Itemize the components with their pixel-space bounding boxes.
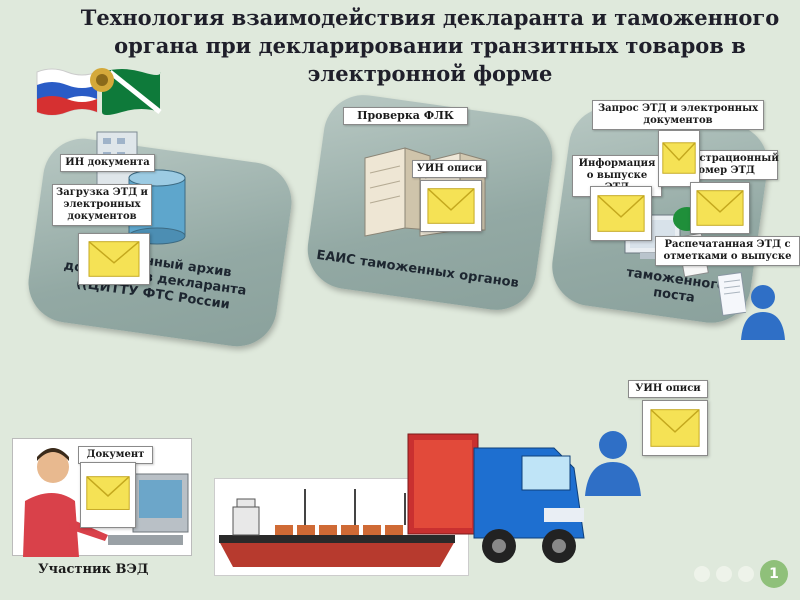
envelope-icon	[80, 462, 136, 528]
label-uin-inventory-top: УИН описи	[412, 160, 487, 178]
envelope-icon	[420, 180, 482, 232]
label-check-flk: Проверка ФЛК	[343, 107, 468, 125]
label-in-document: ИН документа	[60, 154, 155, 172]
label-printed-etd: Распечатанная ЭТД с отметками о выпуске	[655, 236, 800, 266]
participant-label: Участник ВЭД	[38, 562, 149, 577]
truck-icon	[404, 428, 594, 568]
envelope-icon	[658, 130, 700, 187]
label-uin-inventory-bottom: УИН описи	[628, 380, 708, 398]
envelope-icon	[690, 182, 750, 234]
customs-officer-icon	[738, 282, 788, 342]
paper-document-icon	[716, 271, 748, 317]
driver-icon	[582, 428, 644, 498]
nav-dot[interactable]	[716, 566, 732, 582]
label-request-etd: Запрос ЭТД и электронных документов	[592, 100, 764, 130]
envelope-icon	[78, 233, 150, 285]
nav-dot[interactable]	[738, 566, 754, 582]
page-number-badge: 1	[760, 560, 788, 588]
page-title: Технология взаимодействия декларанта и т…	[80, 5, 780, 86]
label-upload-etd: Загрузка ЭТД и электронных документов	[52, 184, 152, 226]
customs-flag-emblem	[32, 60, 162, 122]
nav-dot[interactable]	[694, 566, 710, 582]
envelope-icon	[590, 186, 652, 241]
envelope-icon	[642, 400, 708, 456]
